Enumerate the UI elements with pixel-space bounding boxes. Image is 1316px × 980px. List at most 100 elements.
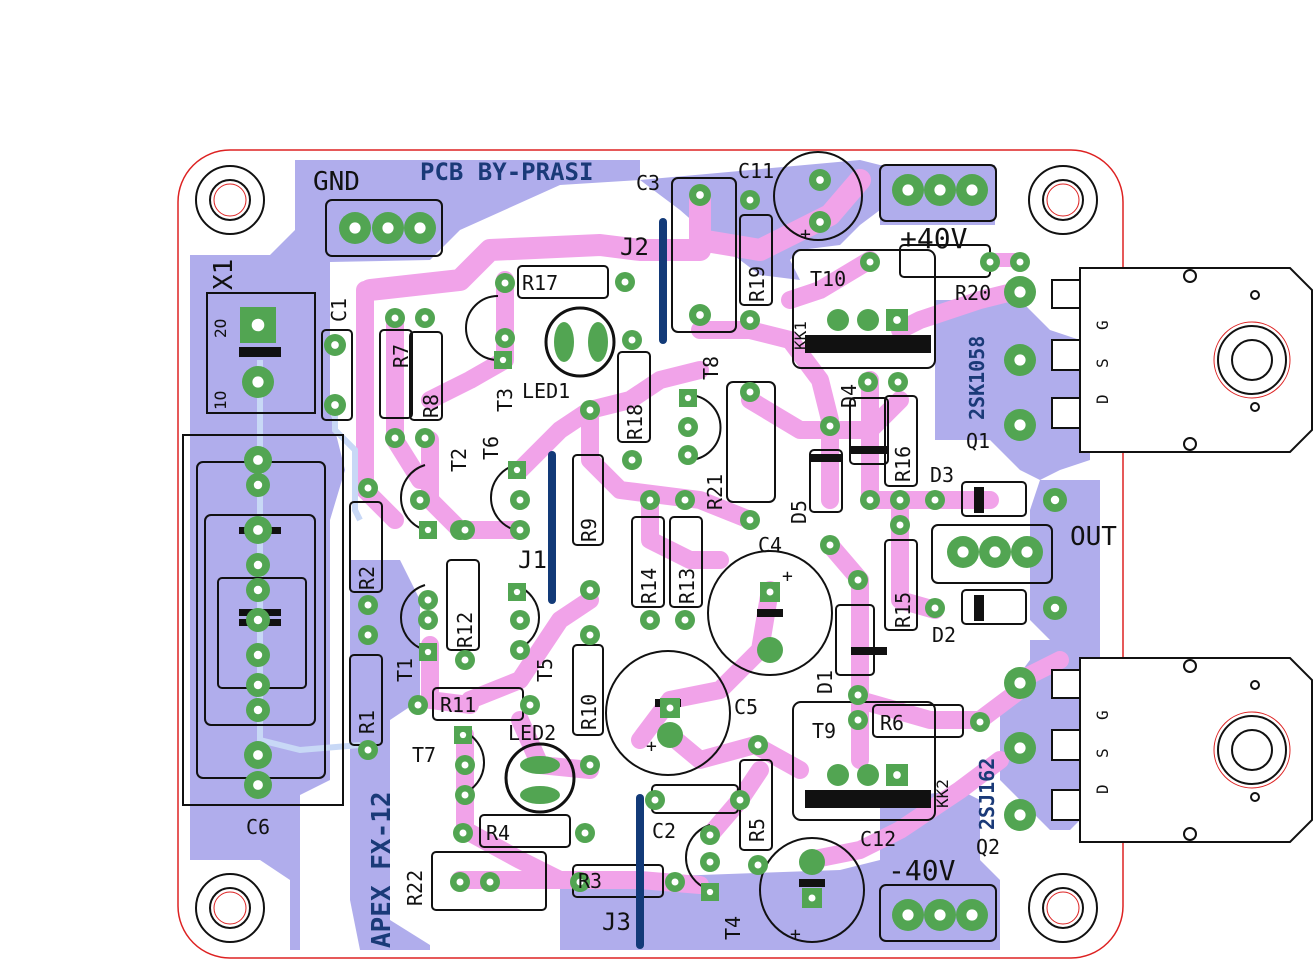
pad-hole <box>666 704 674 712</box>
pad-hole <box>364 601 372 609</box>
pad-hole <box>581 829 589 837</box>
pad-hole <box>931 604 939 612</box>
pad-hole <box>966 909 978 921</box>
label-r9: R9 <box>577 518 601 542</box>
pad-hole <box>808 894 816 902</box>
label-q1-d: D <box>1093 394 1112 404</box>
pad-hole <box>253 455 263 465</box>
label-t8: T8 <box>699 356 723 380</box>
mounting-hole-tl <box>195 165 265 235</box>
polarity-plus: + + + + <box>646 224 811 945</box>
pad-hole <box>391 314 399 322</box>
label-t9: T9 <box>812 719 836 743</box>
pad-hole <box>816 176 824 184</box>
jumpers <box>548 218 667 949</box>
pad-hole <box>957 546 969 558</box>
mounting-hole-br <box>1028 873 1098 943</box>
pad <box>857 764 879 786</box>
pad-hole <box>684 451 692 459</box>
pad-hole <box>421 314 429 322</box>
pad-hole <box>934 909 946 921</box>
pad-hole <box>513 466 521 474</box>
pad-hole <box>253 750 263 760</box>
pad-hole <box>696 191 704 199</box>
label-r13: R13 <box>675 568 699 604</box>
pad-hole <box>516 496 524 504</box>
pad-hole <box>586 761 594 769</box>
label-t7: T7 <box>412 743 436 767</box>
label-t3: T3 <box>493 388 517 412</box>
label-pin1: 1O <box>211 391 230 410</box>
pad-hole <box>621 278 629 286</box>
label-r15: R15 <box>891 592 915 628</box>
cap-pad <box>657 722 683 748</box>
pad-hole <box>456 878 464 886</box>
label-pcb-title: PCB BY-PRASI <box>420 158 593 186</box>
led2-pad <box>520 786 560 804</box>
rotated-labels: X1 2O 1O C1 R7 R8 T3 R18 R19 T8 KK1 2SK1… <box>209 259 1112 948</box>
pad-hole <box>766 588 774 596</box>
pad-hole <box>854 716 862 724</box>
pad-hole <box>826 541 834 549</box>
pad-hole <box>1014 677 1026 689</box>
pad-hole <box>706 858 714 866</box>
pad-hole <box>501 279 509 287</box>
label-board-name: APEX FX-12 <box>367 791 397 948</box>
label-c4: C4 <box>758 533 782 557</box>
pad-hole <box>253 705 263 715</box>
label-q2-s: S <box>1093 748 1112 758</box>
pad-hole <box>1014 354 1026 366</box>
pad-hole <box>414 701 422 709</box>
svg-text:+: + <box>646 736 657 757</box>
pad-hole <box>576 878 584 886</box>
label-j3: J3 <box>602 908 631 936</box>
pad-hole <box>893 316 901 324</box>
pad-hole <box>253 480 263 490</box>
label-r12: R12 <box>453 612 477 648</box>
pad-hole <box>646 496 654 504</box>
pad-hole <box>706 831 714 839</box>
pad-hole <box>896 496 904 504</box>
label-t4: T4 <box>721 916 745 940</box>
pad-hole <box>902 184 914 196</box>
label-led2: LED2 <box>508 721 556 745</box>
pad-hole <box>681 616 689 624</box>
pad-hole <box>1050 603 1060 613</box>
label-r19: R19 <box>745 266 769 302</box>
label-q1-part: 2SK1058 <box>965 336 989 420</box>
label-led1: LED1 <box>522 379 570 403</box>
label-c12: C12 <box>860 827 896 851</box>
label-t5: T5 <box>533 658 557 682</box>
pad-hole <box>866 496 874 504</box>
power-transistor-q1 <box>1051 267 1313 453</box>
pad-hole <box>253 615 263 625</box>
pad-hole <box>424 596 432 604</box>
pad-hole <box>1014 419 1026 431</box>
cap-pad <box>757 637 783 663</box>
label-x1: X1 <box>209 259 239 290</box>
pad-hole <box>864 378 872 386</box>
led1-pad <box>588 322 608 362</box>
pad-hole <box>586 586 594 594</box>
pad-hole <box>461 526 469 534</box>
label-r16: R16 <box>891 446 915 482</box>
mounting-holes <box>195 165 1098 943</box>
label-q2: Q2 <box>976 835 1000 859</box>
pad-hole <box>1014 742 1026 754</box>
label-t6: T6 <box>479 436 503 460</box>
pad-hole <box>364 746 372 754</box>
label-r21: R21 <box>703 474 727 510</box>
label-pin2: 2O <box>211 319 230 338</box>
pad-hole <box>1014 809 1026 821</box>
pad-hole <box>364 631 372 639</box>
label-d3: D3 <box>930 463 954 487</box>
pad-hole <box>349 222 361 234</box>
heatsink-bars <box>805 335 931 808</box>
label-j2: J2 <box>620 233 649 261</box>
pad-hole <box>421 434 429 442</box>
pad-hole <box>894 378 902 386</box>
label-gnd: GND <box>313 167 360 197</box>
power-transistor-q2 <box>1051 657 1313 843</box>
label-r2: R2 <box>355 566 379 590</box>
pad-hole <box>414 222 426 234</box>
